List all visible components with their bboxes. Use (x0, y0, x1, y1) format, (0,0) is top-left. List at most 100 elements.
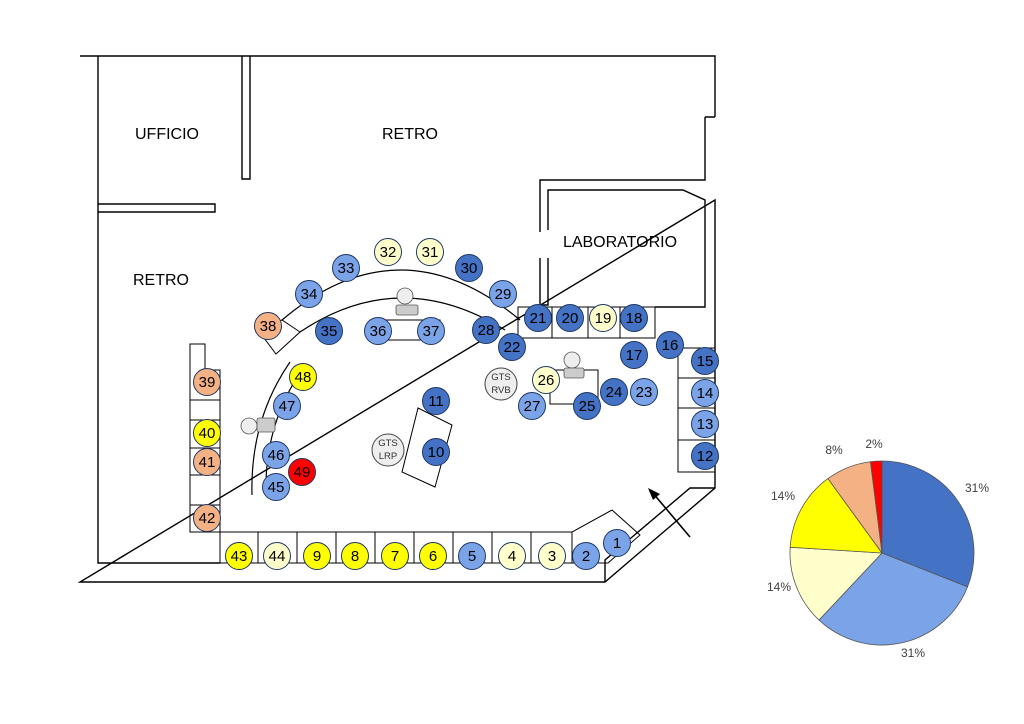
station-circle (422, 438, 450, 466)
station-number: 29 (495, 286, 512, 303)
station-circle (572, 542, 600, 570)
room-label-ufficio: UFFICIO (135, 126, 199, 143)
station-circle (691, 379, 719, 407)
station-marker: 43 (225, 542, 253, 570)
station-circle (193, 504, 221, 532)
room-labels: UFFICIO RETRO RETRO LABORATORIO (133, 126, 677, 289)
lab-left-stub (539, 258, 549, 306)
station-marker: 39 (193, 368, 221, 396)
pie-slice-label: 14% (767, 580, 791, 594)
station-number: 24 (606, 384, 623, 401)
station-marker: 34 (295, 280, 323, 308)
station-circle (315, 317, 343, 345)
station-circle (416, 238, 444, 266)
station-circle (538, 542, 566, 570)
entrance-wall (604, 487, 715, 582)
station-circle (518, 392, 546, 420)
station-marker: 28 (472, 316, 500, 344)
station-circle (603, 529, 631, 557)
station-marker: 29 (489, 280, 517, 308)
pie-slice-label: 31% (965, 481, 989, 495)
station-number: 4 (508, 548, 516, 565)
top-right-counter-dividers (551, 307, 621, 338)
station-number: 45 (268, 479, 285, 496)
station-marker: 17 (620, 341, 648, 369)
station-number: 3 (548, 548, 556, 565)
station-number: 5 (468, 548, 476, 565)
room-label-retro-left: RETRO (133, 272, 189, 289)
station-marker: 8 (341, 542, 369, 570)
station-number: 18 (626, 310, 643, 327)
station-marker: 38 (254, 312, 282, 340)
station-marker: 10 (422, 438, 450, 466)
station-marker: 36 (364, 317, 392, 345)
left-counter (189, 343, 221, 533)
gts-lrp-line1: GTS (378, 438, 398, 449)
operator-icon (240, 417, 276, 435)
pie-chart: 31%31%14%14%8%2% (767, 437, 989, 660)
station-number: 23 (636, 384, 653, 401)
station-circle (193, 448, 221, 476)
station-circle (489, 280, 517, 308)
operator-icons (240, 287, 585, 435)
station-marker: 23 (630, 378, 658, 406)
station-number: 47 (279, 398, 296, 415)
station-marker: 16 (656, 331, 684, 359)
station-marker: 21 (524, 304, 552, 332)
station-number: 10 (428, 444, 445, 461)
station-number: 25 (579, 398, 596, 415)
station-number: 20 (562, 310, 579, 327)
station-number: 26 (538, 372, 555, 389)
station-circle (341, 542, 369, 570)
station-number: 11 (428, 393, 444, 410)
station-marker: 37 (417, 317, 445, 345)
station-number: 9 (313, 548, 321, 565)
station-circle (289, 363, 317, 391)
gts-rvb-line1: GTS (491, 372, 511, 383)
station-number: 41 (199, 454, 216, 471)
station-circle (656, 331, 684, 359)
pie-slice (818, 552, 969, 646)
station-circle (524, 304, 552, 332)
station-marker: 9 (303, 542, 331, 570)
room-label-laboratorio: LABORATORIO (563, 234, 677, 251)
entrance-arrow-icon (648, 488, 691, 538)
station-circle (498, 333, 526, 361)
station-marker: 46 (262, 441, 290, 469)
pie-slice-label: 14% (771, 489, 795, 503)
station-marker: 14 (691, 379, 719, 407)
gts-rvb-line2: RVB (491, 385, 510, 396)
station-number: 31 (422, 244, 439, 261)
station-marker: 15 (691, 347, 719, 375)
station-circle (532, 366, 560, 394)
station-number: 38 (260, 318, 277, 335)
station-number: 36 (370, 323, 387, 340)
station-circle (458, 542, 486, 570)
station-number: 39 (199, 374, 216, 391)
station-circle (422, 387, 450, 415)
station-circle (374, 238, 402, 266)
station-marker: 27 (518, 392, 546, 420)
station-marker: 31 (416, 238, 444, 266)
station-marker: 40 (193, 419, 221, 447)
station-marker: 44 (263, 542, 291, 570)
station-circle (381, 542, 409, 570)
room-label-retro-top: RETRO (382, 126, 438, 143)
station-marker: 18 (620, 304, 648, 332)
station-circle (630, 378, 658, 406)
station-marker: 33 (332, 254, 360, 282)
station-number: 27 (524, 398, 541, 415)
station-marker: 26 (532, 366, 560, 394)
station-marker: 48 (289, 363, 317, 391)
station-circle (295, 280, 323, 308)
station-markers: 1234567891011121314151617181920212223242… (193, 238, 719, 570)
station-number: 22 (504, 339, 521, 356)
station-number: 35 (321, 323, 338, 340)
station-circle (620, 304, 648, 332)
station-marker: 30 (455, 254, 483, 282)
office-divider-wall (241, 56, 251, 180)
station-marker: 2 (572, 542, 600, 570)
station-marker: 6 (419, 542, 447, 570)
station-number: 1 (613, 535, 621, 552)
